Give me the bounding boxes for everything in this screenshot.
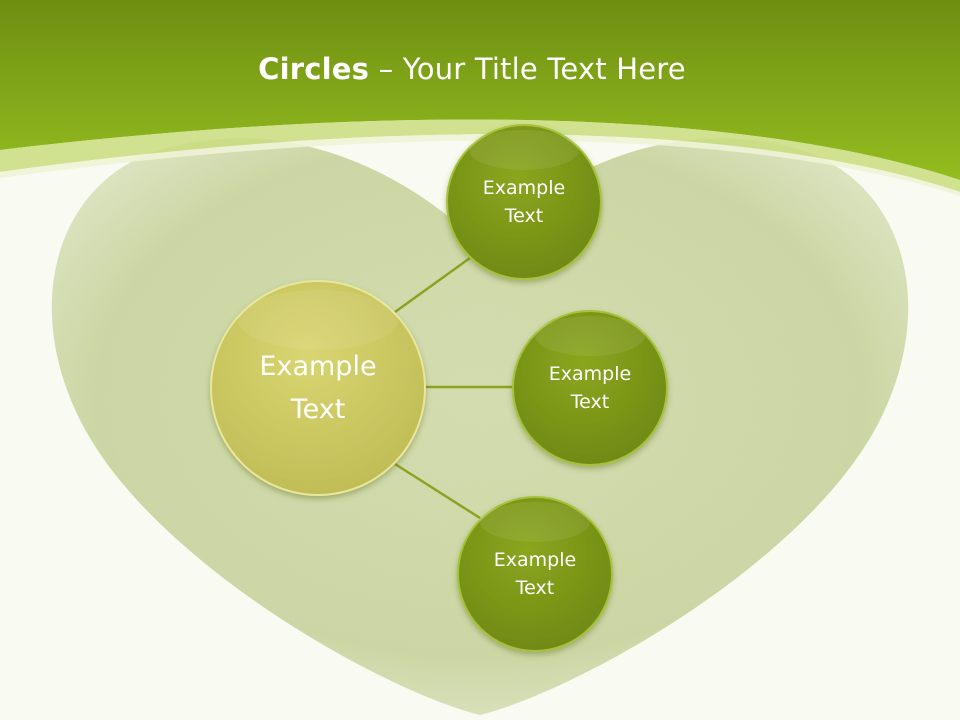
center-circle-label: Example Text bbox=[259, 350, 377, 425]
header-swoosh bbox=[0, 119, 960, 192]
slide-title-rest: – Your Title Text Here bbox=[369, 52, 686, 86]
satellite-circle-middle: Example Text bbox=[513, 311, 667, 465]
satellite-circle-bottom: Example Text bbox=[458, 497, 612, 651]
grass-heart bbox=[51, 138, 909, 716]
satellite-circle-label: Example Text bbox=[482, 176, 566, 228]
satellite-circle-label: Example Text bbox=[548, 362, 632, 414]
connector-top bbox=[394, 256, 471, 314]
center-circle-shape bbox=[210, 280, 426, 496]
center-circle: Example Text bbox=[211, 281, 425, 495]
satellite-circle-label: Example Text bbox=[493, 548, 577, 600]
connector-bottom bbox=[394, 462, 481, 520]
satellite-circle-middle-shape bbox=[512, 310, 668, 466]
satellite-circle-top: Example Text bbox=[447, 125, 601, 279]
satellite-circle-bottom-shape bbox=[457, 496, 613, 652]
satellite-circle-top-shape bbox=[446, 124, 602, 280]
slide-title: Circles – Your Title Text Here bbox=[0, 52, 944, 86]
slide-title-bold: Circles bbox=[258, 52, 370, 86]
header-band bbox=[0, 0, 960, 180]
